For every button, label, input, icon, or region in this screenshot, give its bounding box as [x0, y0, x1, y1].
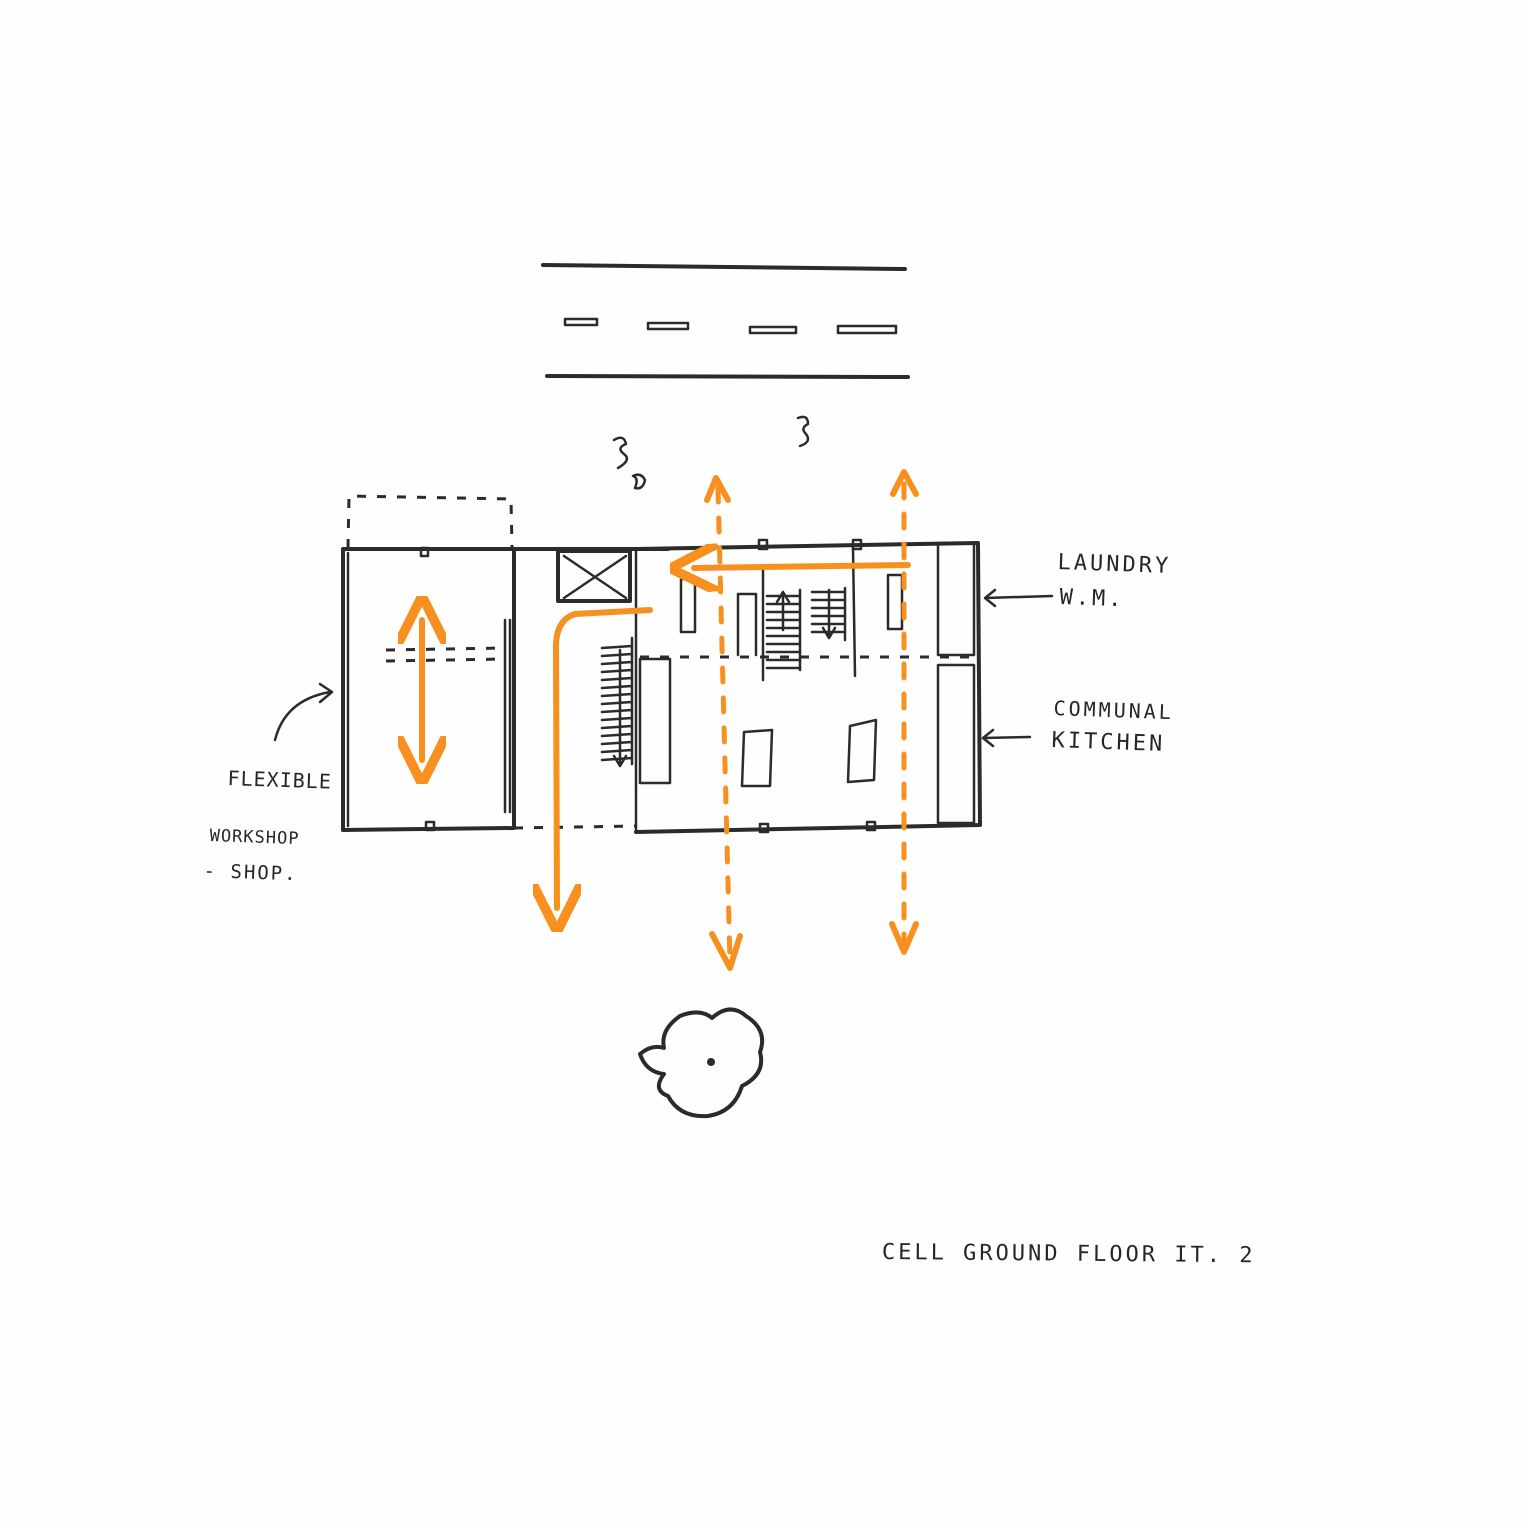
- table-1: [740, 728, 774, 788]
- road: [541, 263, 910, 379]
- person-figure-2: [631, 473, 647, 490]
- table-2: [846, 718, 878, 784]
- leader-arrows: [273, 588, 1054, 748]
- view-axis-right-head-top: [890, 469, 919, 497]
- road-edge-bottom: [545, 374, 910, 379]
- kitchen-counter: [936, 663, 976, 825]
- view-axis-right-head-bottom: [889, 921, 919, 955]
- person-figure-1: [612, 436, 629, 470]
- workshop-block: [341, 546, 516, 832]
- laundry-unit: [936, 541, 976, 657]
- view-axis-left-head-bottom: [709, 931, 743, 971]
- kitchen-leader: [981, 728, 1032, 748]
- laundry-flow-arrow: [694, 565, 911, 568]
- label-kitchen: KITCHEN: [1051, 728, 1166, 757]
- stair-left: [600, 636, 634, 768]
- road-edge-top: [541, 263, 907, 271]
- person-figures: [612, 415, 810, 490]
- entrance-flow-arrow: [556, 607, 653, 908]
- person-figure-3: [796, 415, 810, 448]
- drawing-title: CELL GROUND FLOOR IT. 2: [881, 1240, 1256, 1269]
- main-block: [634, 538, 982, 834]
- label-laundry: LAUNDRY: [1057, 550, 1172, 579]
- circulation-strip: [512, 547, 672, 832]
- label-wm: W.M.: [1059, 585, 1125, 613]
- tree-symbol: [638, 1007, 765, 1119]
- road-centre-dashes: [563, 317, 898, 335]
- movement-arrows: [422, 469, 919, 971]
- stair-right: [765, 586, 847, 672]
- workshop-leader: [273, 682, 334, 742]
- label-shop: - SHOP.: [203, 860, 299, 886]
- view-axis-left: [715, 485, 733, 965]
- view-axis-left-head-top: [704, 475, 731, 503]
- laundry-leader: [983, 588, 1054, 608]
- label-workshop: WORKSHOP: [209, 826, 300, 850]
- lift-core: [556, 549, 632, 603]
- dashed-canopy: [346, 494, 514, 549]
- label-communal: COMMUNAL: [1053, 696, 1175, 725]
- label-flexible: FLEXIBLE: [227, 766, 333, 794]
